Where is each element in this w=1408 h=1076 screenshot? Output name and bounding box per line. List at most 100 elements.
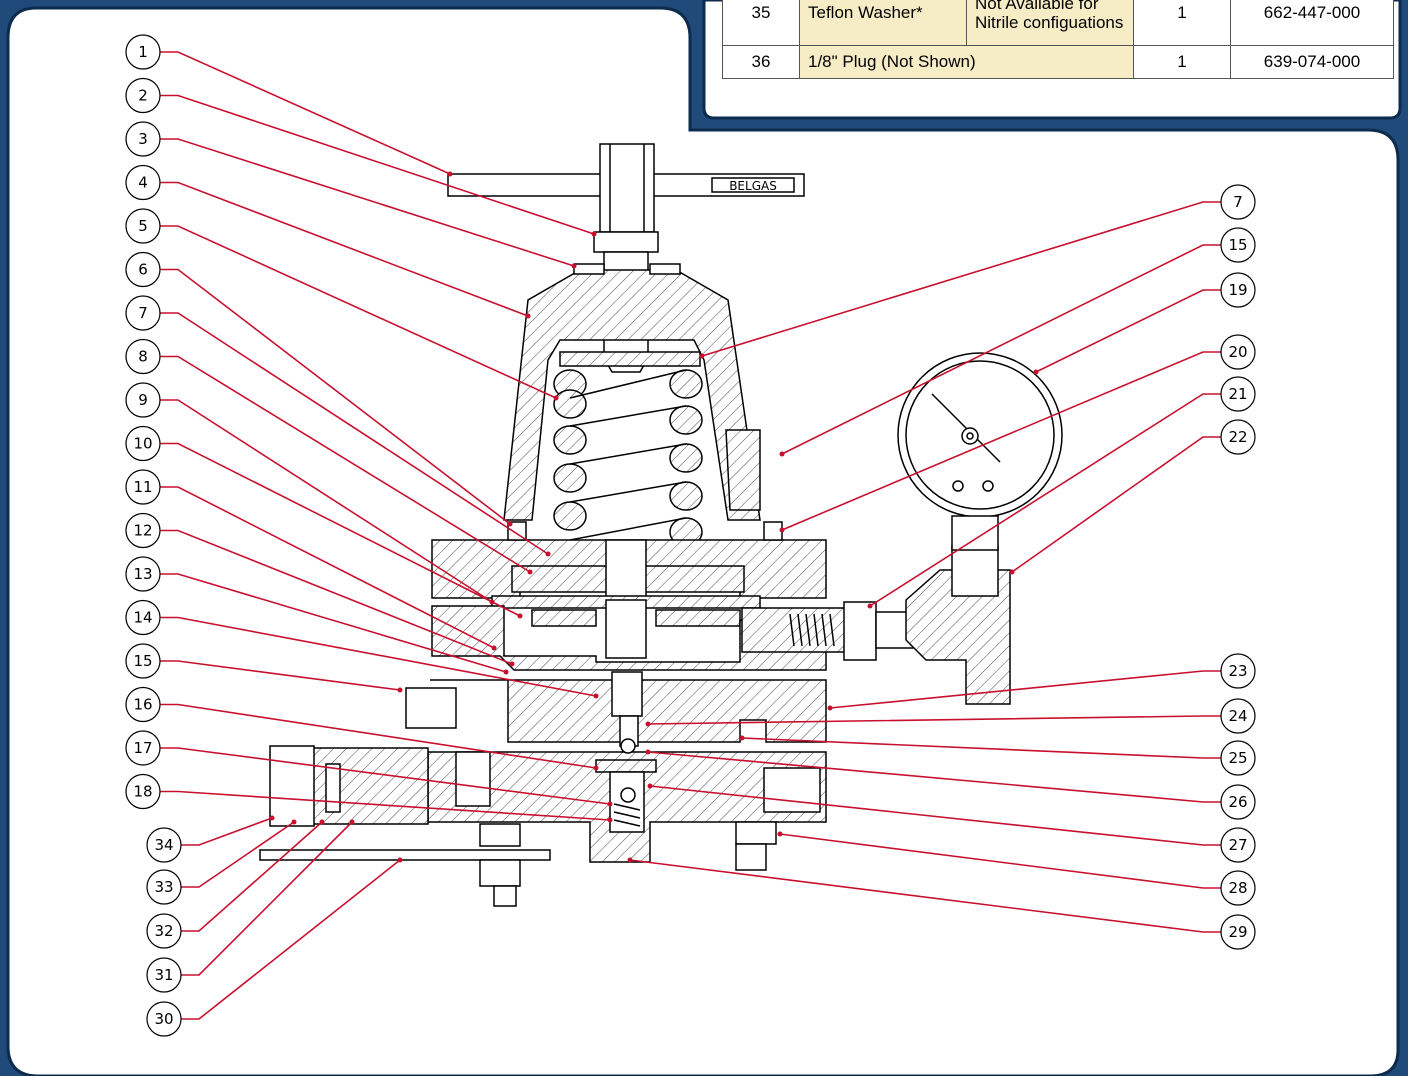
callout-bubble: [146, 827, 182, 863]
leader-line: [741, 737, 1221, 759]
part-description-cell: 1/8" Plug (Not Shown): [799, 45, 1134, 79]
callout-7: 7: [699, 184, 1256, 359]
callout-number: 31: [154, 966, 173, 984]
inlet-fitting: [259, 745, 777, 907]
callout-number: 21: [1228, 385, 1247, 403]
parts-table: 35 Teflon Washer* Not Available for Nitr…: [722, 0, 1394, 79]
leader-line: [160, 94, 595, 235]
leader-arrowhead: [1009, 569, 1015, 575]
callout-2: 2: [125, 77, 597, 237]
leader-line: [160, 181, 529, 317]
leader-line: [779, 833, 1221, 889]
callout-bubble: [1220, 740, 1256, 776]
callout-18: 18: [125, 773, 613, 823]
callout-28: 28: [777, 831, 1256, 906]
callout-number: 29: [1228, 923, 1247, 941]
callout-bubble: [1220, 419, 1256, 455]
callout-number: 5: [138, 217, 148, 235]
leader-line: [160, 703, 597, 769]
callout-bubble: [125, 208, 161, 244]
callout-33: 33: [146, 819, 297, 905]
callout-31: 31: [146, 819, 355, 993]
leader-arrowhead: [509, 661, 515, 667]
callout-number: 32: [154, 922, 173, 940]
callout-3: 3: [125, 121, 577, 269]
callout-number: 8: [138, 348, 148, 366]
callout-bubble: [125, 730, 161, 766]
brand-label: BELGAS: [729, 179, 777, 193]
leader-line: [160, 268, 511, 525]
callout-bubble: [146, 957, 182, 993]
callout-number: 3: [138, 130, 148, 148]
leader-arrowhead: [827, 705, 833, 711]
callout-bubble: [125, 773, 161, 810]
callout-number: 18: [133, 783, 152, 801]
callout-number: 12: [133, 522, 152, 540]
callout-number: 9: [138, 391, 148, 409]
leader-arrowhead: [553, 395, 559, 401]
callout-number: 13: [133, 565, 152, 583]
callout-number: 33: [154, 878, 173, 896]
leader-arrowhead: [269, 815, 275, 821]
leader-line: [781, 244, 1221, 455]
callout-number: 11: [133, 478, 152, 496]
callout-number: 2: [138, 87, 148, 105]
callout-12: 12: [125, 512, 515, 667]
leader-arrowhead: [525, 313, 531, 319]
table-row: 36 1/8" Plug (Not Shown) 1 639-074-000: [722, 45, 1394, 79]
callout-bubble: [1220, 227, 1256, 263]
callout-11: 11: [125, 469, 497, 651]
callout-number: 4: [138, 174, 148, 192]
leader-arrowhead: [397, 687, 403, 693]
callout-bubble: [1220, 784, 1256, 820]
callout-bubble: [125, 512, 161, 549]
callout-34: 34: [146, 815, 275, 863]
callout-9: 9: [125, 382, 495, 605]
callout-30: 30: [146, 857, 403, 1037]
leader-arrowhead: [607, 801, 613, 807]
callout-bubble: [125, 425, 161, 462]
leader-line: [781, 351, 1221, 531]
leader-line: [181, 859, 401, 1020]
part-qty-cell: 1: [1133, 0, 1231, 46]
callout-number: 34: [154, 836, 173, 854]
leader-arrowhead: [517, 613, 523, 619]
callout-10: 10: [125, 425, 523, 619]
part-note-cell: Not Available for Nitrile configuations: [966, 0, 1134, 46]
callout-8: 8: [125, 338, 533, 575]
leader-arrowhead: [627, 857, 633, 863]
callout-layer: 1234567891011121314151617183433323130715…: [125, 34, 1256, 1037]
callout-24: 24: [645, 698, 1256, 734]
callout-number: 27: [1228, 836, 1247, 854]
callout-32: 32: [146, 819, 325, 949]
callout-bubble: [125, 34, 161, 70]
callout-27: 27: [647, 783, 1256, 863]
callout-bubble: [125, 556, 161, 592]
callout-26: 26: [645, 749, 1256, 820]
callout-4: 4: [125, 164, 531, 319]
leader-line: [181, 821, 353, 976]
leader-arrowhead: [779, 451, 785, 457]
leader-line: [160, 529, 513, 665]
leader-line: [647, 715, 1221, 725]
callout-number: 25: [1228, 749, 1247, 767]
callout-number: 7: [138, 304, 148, 322]
callout-bubble: [146, 869, 182, 905]
callout-bubble: [125, 643, 161, 679]
leader-arrowhead: [591, 231, 597, 237]
callout-20: 20: [779, 334, 1256, 533]
leader-arrowhead: [777, 831, 783, 837]
callout-number: 16: [133, 696, 152, 714]
leader-arrowhead: [291, 819, 297, 825]
callout-15: 15: [779, 227, 1256, 457]
leader-arrowhead: [779, 527, 785, 533]
leader-arrowhead: [645, 749, 651, 755]
leader-line: [160, 138, 575, 267]
callout-number: 10: [133, 435, 152, 453]
callout-6: 6: [125, 251, 513, 527]
callout-bubble: [1220, 376, 1256, 412]
callout-number: 14: [133, 609, 152, 627]
leader-arrowhead: [571, 263, 577, 269]
callout-bubble: [1220, 334, 1256, 370]
pressure-gauge: [897, 352, 1063, 551]
